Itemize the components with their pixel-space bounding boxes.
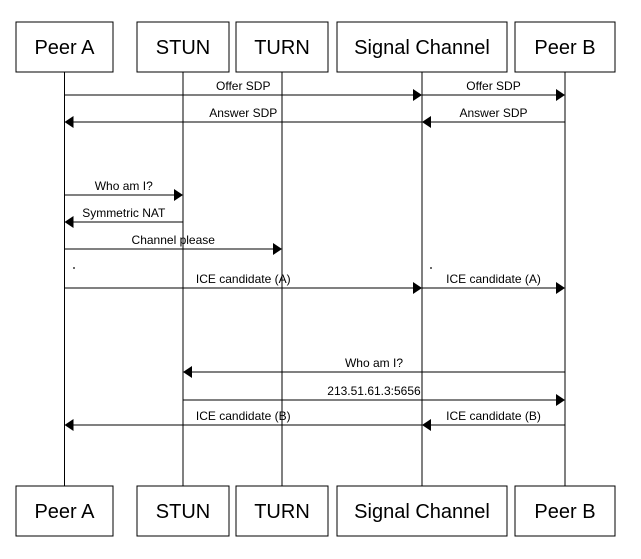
participant-peerA-bottom: Peer A [15,485,114,537]
participant-box [136,21,230,73]
participant-label: TURN [254,501,310,523]
participant-box [15,21,114,73]
arrowhead-icon [413,89,422,101]
participant-label: STUN [156,37,210,59]
participant-peerA-top: Peer A [15,21,114,73]
participant-label: Peer A [34,37,95,59]
arrowhead-icon [64,419,74,431]
message-label: ICE candidate (B) [446,409,541,423]
participant-box [514,21,616,73]
dot-mark [430,267,432,269]
message-label: Symmetric NAT [82,206,166,220]
message-arrow: Offer SDP [422,79,565,101]
lifelines [64,72,566,486]
message-arrow: Answer SDP [422,106,565,128]
message-label: Channel please [132,233,216,247]
arrowhead-icon [422,419,431,431]
message-label: Answer SDP [209,106,277,120]
messages: Offer SDP Offer SDP Answer SDP Answer SDP Wh… [64,79,565,431]
message-arrow: Offer SDP [64,79,422,101]
message-arrow: Who am I? [64,179,183,201]
message-arrow: ICE candidate (B) [422,409,565,431]
message-label: Who am I? [95,179,153,193]
message-label: Offer SDP [466,79,520,93]
message-arrow: ICE candidate (A) [422,272,565,294]
arrowhead-icon [183,366,192,378]
participant-stun-bottom: STUN [136,485,230,537]
participant-signal-top: Signal Channel [336,21,508,73]
participant-box [514,485,616,537]
arrowhead-icon [273,243,282,255]
arrowhead-icon [556,89,565,101]
message-arrow: ICE candidate (B) [64,409,422,431]
arrowhead-icon [556,394,565,406]
participant-label: Signal Channel [354,501,490,523]
arrowhead-icon [556,282,565,294]
participant-box [136,485,230,537]
message-label: ICE candidate (B) [196,409,291,423]
participant-signal-bottom: Signal Channel [336,485,508,537]
participants-top: Peer A STUN TURN Signal Channel Peer B [15,21,616,73]
message-arrow: Symmetric NAT [64,206,183,228]
arrowhead-icon [422,116,431,128]
arrowhead-icon [64,216,74,228]
participant-label: Peer A [34,501,95,523]
participant-box [15,485,114,537]
participant-label: STUN [156,501,210,523]
participant-label: Peer B [534,501,595,523]
participant-turn-bottom: TURN [235,485,329,537]
decorative-dots [73,267,432,269]
message-label: Who am I? [345,356,403,370]
message-label: ICE candidate (A) [446,272,541,286]
message-label: ICE candidate (A) [196,272,291,286]
message-label: 213.51.61.3:5656 [327,384,421,398]
participant-box [336,485,508,537]
message-arrow: Answer SDP [64,106,422,128]
participant-label: Signal Channel [354,37,490,59]
message-arrow: Who am I? [183,356,565,378]
participant-turn-top: TURN [235,21,329,73]
participants-bottom: Peer A STUN TURN Signal Channel Peer B [15,485,616,537]
participant-box [336,21,508,73]
message-arrow: Channel please [64,233,282,255]
message-arrow: ICE candidate (A) [64,272,422,294]
message-label: Answer SDP [459,106,527,120]
participant-stun-top: STUN [136,21,230,73]
arrowhead-icon [64,116,74,128]
arrowhead-icon [413,282,422,294]
message-arrow: 213.51.61.3:5656 [183,384,565,406]
arrowhead-icon [174,189,183,201]
participant-box [235,21,329,73]
participant-label: TURN [254,37,310,59]
participant-label: Peer B [534,37,595,59]
participant-peerB-top: Peer B [514,21,616,73]
message-label: Offer SDP [216,79,270,93]
participant-peerB-bottom: Peer B [514,485,616,537]
participant-box [235,485,329,537]
dot-mark [73,267,75,269]
